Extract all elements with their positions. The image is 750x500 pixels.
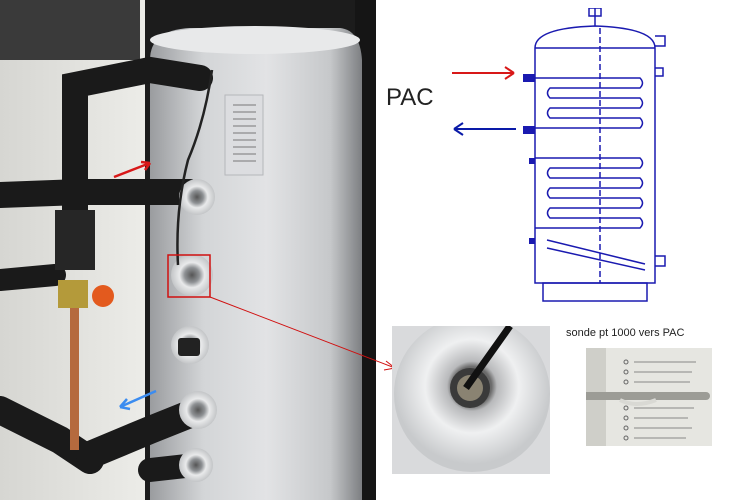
tank-photo [0,0,376,500]
sonde-label: sonde pt 1000 vers PAC [566,327,685,339]
pac-in-arrow [452,66,515,80]
pac-label: PAC [386,84,434,111]
cold-flow-arrow [119,389,157,411]
hot-flow-arrow [113,160,152,179]
sensor-port-closeup [392,326,550,474]
pac-out-arrow [453,122,516,136]
tank-diagram [523,8,666,302]
probe-label-photo [586,348,712,446]
